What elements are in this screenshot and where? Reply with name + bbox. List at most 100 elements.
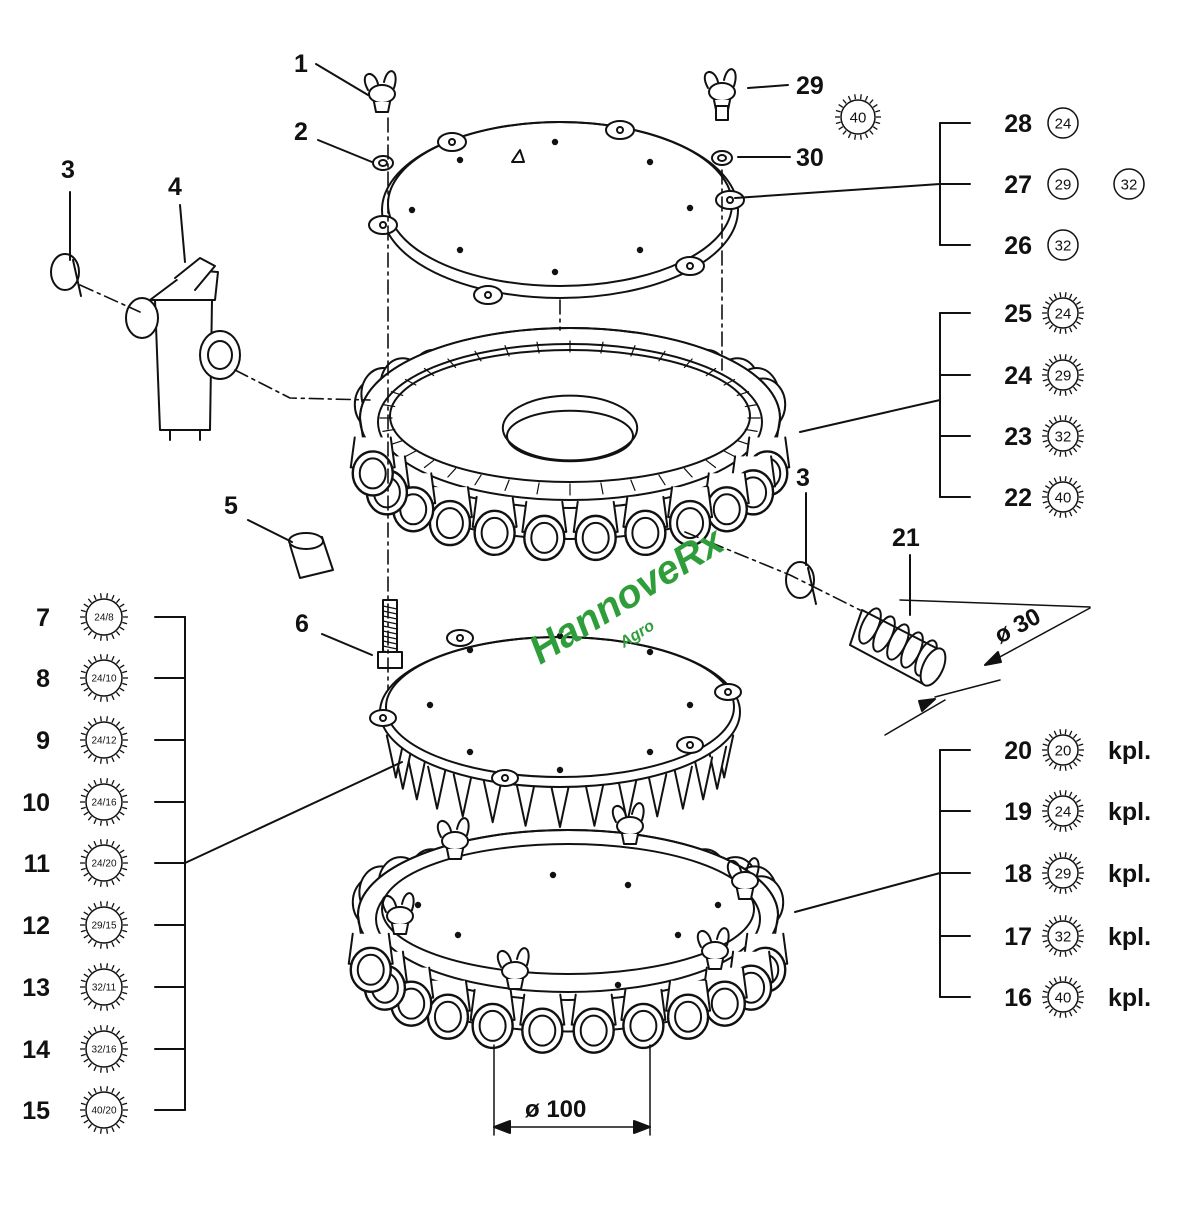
ray [106,1067,109,1073]
arrowhead [918,698,936,712]
screw-dot [674,931,682,939]
ray [93,695,97,701]
screw-dot [456,156,464,164]
ray [1064,476,1067,482]
ray [87,691,93,697]
ray [93,634,97,640]
rim-rib [447,467,457,478]
spring-clip-right [785,561,817,605]
ray [1064,790,1067,796]
ray [1048,794,1054,800]
ray [1048,419,1054,425]
ray [1064,1012,1067,1018]
ray [1042,753,1048,757]
ray [106,1128,109,1134]
ray [1048,508,1054,514]
ray [106,778,109,784]
screw-dot [686,204,694,212]
ray [1078,1000,1084,1004]
ray [87,815,93,821]
outlet-bore [581,521,610,554]
kpl-suffix: kpl. [1108,860,1151,888]
ray [847,95,852,101]
ray [1072,884,1078,890]
ray [1059,976,1062,982]
ray [106,839,109,845]
kpl-suffix: kpl. [1108,984,1151,1012]
badge-text: 29/15 [91,921,116,932]
badge-text: 32/16 [91,1045,116,1056]
screw-dot [551,268,559,276]
ray [1044,363,1050,367]
outlet-bore [629,1009,658,1042]
kpl-suffix: kpl. [1108,923,1151,951]
leader-5 [247,519,293,543]
ray [99,1086,102,1092]
clip-axis [79,284,141,313]
ray [115,630,121,636]
valve-lever [174,257,216,291]
ray [93,1004,97,1010]
thread [382,645,398,650]
ray [1053,791,1057,797]
thread [382,635,398,640]
callout-1: 1 [294,50,308,78]
ray [1072,980,1078,986]
ray [99,1025,102,1031]
ray [1072,947,1078,953]
ray [872,104,878,108]
rim-rib [723,450,736,458]
ray [111,655,115,661]
part-number-13: 13 [22,974,50,1002]
screw-dot [466,748,474,756]
ray [111,695,115,701]
ray [1059,451,1062,457]
rim-rib [705,367,717,377]
outlet-bore [433,1000,462,1033]
assembled-wing-nut [726,857,760,900]
ray [119,664,125,669]
ray [93,964,97,970]
ray [1076,1005,1082,1009]
badge-27: 29 [1047,168,1079,200]
ray [1044,819,1050,823]
ray [1069,477,1073,483]
ray [115,659,121,665]
ray [1044,321,1050,325]
ray [872,126,878,130]
rim-rib [630,479,636,491]
badge-ring [840,99,876,135]
screw-dot [646,648,654,656]
screw-dot [686,701,694,709]
callout-30: 30 [796,144,824,172]
ray [1072,324,1078,330]
ray [1059,476,1062,482]
ray [93,819,97,825]
part-number-15: 15 [22,1097,50,1125]
mounting-lug [714,683,742,701]
arrowhead [984,651,1002,666]
leader-1 [315,63,369,96]
ray [1064,415,1067,421]
ray [1069,730,1073,736]
thread [382,630,398,635]
badge-ring [1047,107,1079,139]
ray [1078,866,1084,870]
mounting-lug [437,132,467,152]
distributor-body-top [349,327,791,562]
ray [111,779,115,785]
outlet-bore [676,507,705,540]
badge-28: 24 [1047,107,1079,139]
fin [406,756,427,801]
ray [854,134,857,140]
ray [1078,753,1084,757]
ray [1053,327,1057,333]
screw-dot [646,158,654,166]
ray [93,1026,97,1032]
ray [1053,511,1057,517]
leader-2 [317,139,373,163]
ray [1044,424,1050,428]
ray [111,757,115,763]
ray [83,603,89,608]
